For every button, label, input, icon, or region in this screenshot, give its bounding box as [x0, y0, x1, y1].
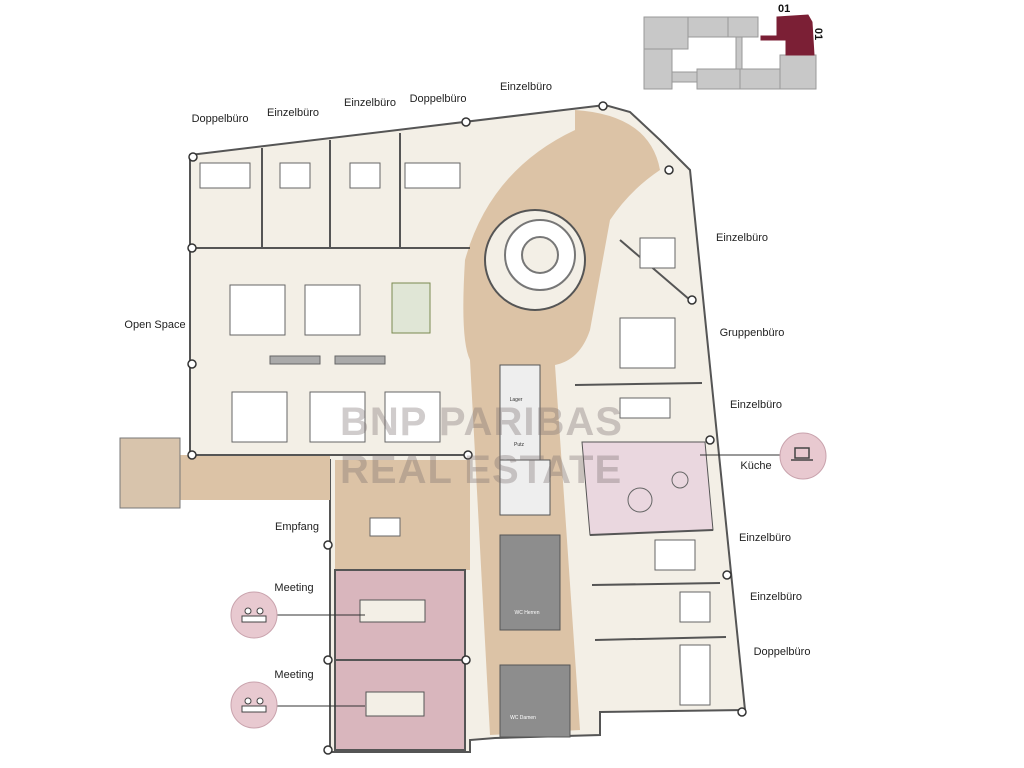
- watermark-line2: REAL ESTATE: [340, 448, 623, 492]
- room-label-doppelbuero: Doppelbüro: [409, 93, 467, 105]
- laptop-icon: [791, 447, 813, 461]
- room-label-einzelbuero: Einzelbüro: [500, 81, 552, 93]
- room-label-gruppenbuero: Gruppenbüro: [719, 327, 785, 339]
- room-label-meeting: Meeting: [274, 669, 314, 681]
- room-label-einzelbuero: Einzelbüro: [739, 532, 791, 544]
- room-label-einzelbuero: Einzelbüro: [267, 107, 319, 119]
- room-label-einzelbuero: Einzelbüro: [750, 591, 802, 603]
- room-label-einzelbuero: Einzelbüro: [716, 232, 768, 244]
- room-label-wc-damen: WC Damen: [510, 715, 536, 721]
- room-label-lager: Lager: [509, 397, 523, 403]
- furniture: [199, 162, 711, 706]
- room-label-doppelbuero: Doppelbüro: [191, 113, 249, 125]
- room-label-einzelbuero: Einzelbüro: [730, 399, 782, 411]
- columns: [187, 101, 747, 755]
- room-label-meeting: Meeting: [274, 582, 314, 594]
- room-label-doppelbuero: Doppelbüro: [753, 646, 811, 658]
- watermark-line1: BNP PARIBAS: [340, 400, 623, 444]
- meeting-table-icon: [241, 607, 267, 623]
- room-label-empfang: Empfang: [274, 521, 320, 533]
- room-label-kueche: Küche: [740, 460, 772, 472]
- callouts: [230, 432, 827, 729]
- meeting-table-icon: [241, 697, 267, 713]
- keyplan-floor-label-side: 01: [812, 27, 825, 41]
- room-label-putz: Putz: [513, 442, 525, 448]
- room-label-open-space: Open Space: [124, 319, 186, 331]
- room-label-wc-herren: WC Herren: [514, 610, 540, 616]
- room-label-einzelbuero: Einzelbüro: [344, 97, 396, 109]
- keyplan-floor-label: 01: [778, 3, 791, 15]
- keyplan: [643, 14, 817, 90]
